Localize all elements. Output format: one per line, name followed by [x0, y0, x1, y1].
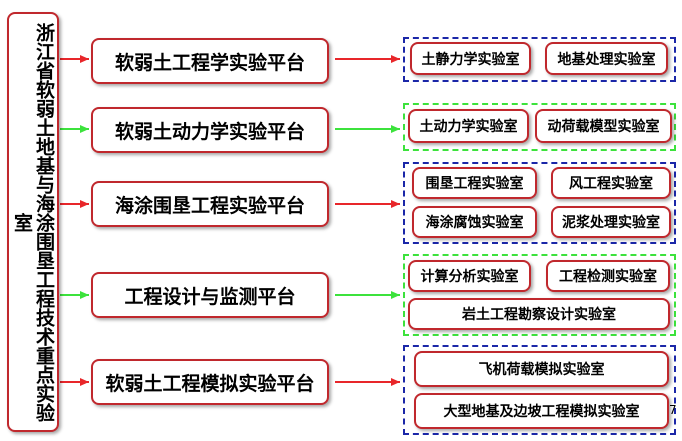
lab-group-1: [403, 37, 676, 82]
platform-3-label: 海涂围垦工程实验平台: [114, 194, 305, 217]
lab-2-1-label: 土动力学实验室: [419, 119, 518, 135]
lab-3-2-box: 风工程实验室: [551, 167, 671, 199]
lab-2-1-box: 土动力学实验室: [408, 109, 529, 143]
platform-3-box: 海涂围垦工程实验平台: [91, 181, 329, 227]
lab-group-5: [403, 345, 676, 435]
lab-4-1-label: 计算分析实验室: [420, 269, 519, 285]
root-lab-box: 浙江省软弱土地基与海涂围垦工程技术重点实验室: [7, 12, 59, 432]
lab-3-3-box: 海涂腐蚀实验室: [412, 206, 537, 238]
lab-1-2-box: 地基处理实验室: [545, 42, 668, 75]
lab-3-1-label: 围垦工程实验室: [425, 176, 524, 192]
platform-4-box: 工程设计与监测平台: [91, 272, 329, 318]
root-lab-label: 浙江省软弱土地基与海涂围垦工程技术重点实验室: [11, 22, 55, 422]
lab-5-1-label: 飞机荷载模拟实验室: [478, 362, 605, 378]
lab-group-3: [403, 162, 676, 244]
lab-3-4-box: 泥浆处理实验室: [551, 206, 671, 238]
platform-1-box: 软弱土工程学实验平台: [91, 38, 329, 84]
lab-3-3-label: 海涂腐蚀实验室: [425, 215, 524, 231]
lab-4-2-label: 工程检测实验室: [559, 269, 657, 285]
lab-3-2-label: 风工程实验室: [569, 176, 653, 192]
platform-2-box: 软弱土动力学实验平台: [91, 107, 329, 153]
lab-2-2-box: 动荷载模型实验室: [535, 109, 672, 143]
lab-3-1-box: 围垦工程实验室: [412, 167, 537, 199]
lab-4-2-box: 工程检测实验室: [546, 260, 670, 292]
lab-4-3-box: 岩土工程勘察设计实验室: [408, 298, 670, 330]
page-number: 7: [669, 403, 677, 417]
platform-5-label: 软弱土工程模拟实验平台: [105, 372, 315, 395]
platform-4-label: 工程设计与监测平台: [124, 285, 296, 308]
platform-1-label: 软弱土工程学实验平台: [114, 51, 305, 74]
lab-group-4: [403, 254, 676, 336]
lab-4-1-box: 计算分析实验室: [408, 260, 531, 292]
lab-1-1-box: 土静力学实验室: [410, 42, 531, 75]
platform-5-box: 软弱土工程模拟实验平台: [91, 359, 329, 405]
lab-group-2: [403, 103, 676, 151]
lab-1-1-label: 土静力学实验室: [421, 51, 520, 68]
lab-5-2-box: 大型地基及边坡工程模拟实验室: [414, 393, 669, 429]
lab-5-1-box: 飞机荷载模拟实验室: [414, 351, 669, 387]
platform-2-label: 软弱土动力学实验平台: [114, 120, 305, 143]
lab-2-2-label: 动荷载模型实验室: [547, 119, 660, 135]
lab-4-3-label: 岩土工程勘察设计实验室: [462, 307, 616, 323]
lab-1-2-label: 地基处理实验室: [557, 51, 656, 68]
lab-3-4-label: 泥浆处理实验室: [562, 215, 660, 231]
lab-5-2-label: 大型地基及边坡工程模拟实验室: [443, 404, 640, 420]
